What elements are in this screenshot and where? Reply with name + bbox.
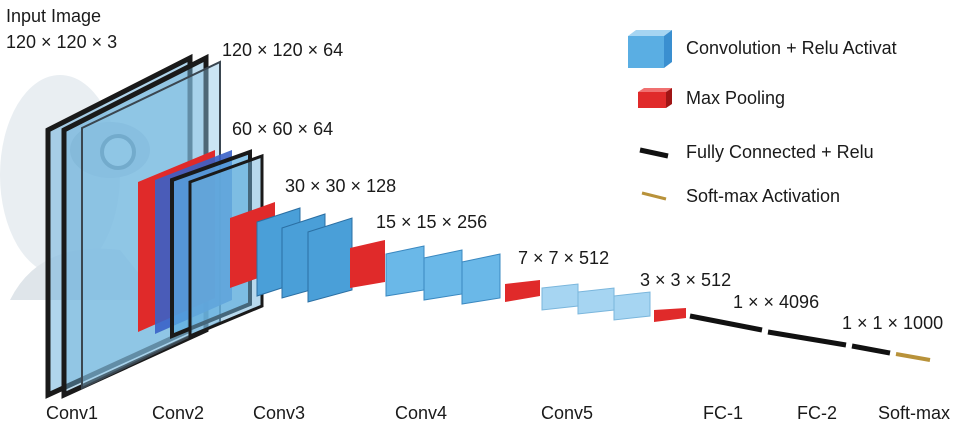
- softmax-line: [895, 352, 931, 362]
- stage-conv3: Conv3: [253, 403, 306, 423]
- softmax-dims: 1 × 1 × 1000: [842, 313, 944, 333]
- conv4-layers: [350, 240, 501, 305]
- conv2-dims: 60 × 60 × 64: [232, 119, 334, 139]
- stage-conv5: Conv5: [541, 403, 594, 423]
- conv4-dims: 15 × 15 × 256: [376, 212, 488, 232]
- conv5-dims: 7 × 7 × 512: [518, 248, 610, 268]
- conv1-dims: 120 × 120 × 64: [222, 40, 344, 60]
- fc1-line: [689, 313, 763, 333]
- conv2-layers: [138, 149, 264, 339]
- stage-conv2: Conv2: [152, 403, 205, 423]
- conv3-layers: [230, 202, 353, 303]
- stage-fc1: FC-1: [703, 403, 743, 423]
- fc-dims: 1 × × 4096: [733, 292, 820, 312]
- stage-softmax: Soft-max: [878, 403, 951, 423]
- stage-conv1: Conv1: [46, 403, 99, 423]
- blue-cube-icon: [628, 30, 672, 68]
- stage-conv4: Conv4: [395, 403, 448, 423]
- fc3-line: [851, 343, 891, 356]
- gold-line-icon: [641, 191, 667, 201]
- conv3-dims: 30 × 30 × 128: [285, 176, 397, 196]
- red-block-icon: [638, 88, 672, 108]
- legend-conv-label: Convolution + Relu Activat: [686, 38, 897, 58]
- pool5-dims: 3 × 3 × 512: [640, 270, 732, 290]
- input-dims: 120 × 120 × 3: [6, 32, 118, 52]
- black-line-icon: [639, 147, 669, 159]
- fc2-line: [767, 329, 847, 348]
- input-title: Input Image: [6, 6, 102, 26]
- conv5-layers: [505, 280, 686, 322]
- legend-pool-label: Max Pooling: [686, 88, 786, 108]
- legend-fc-label: Fully Connected + Relu: [686, 142, 874, 162]
- legend-softmax-label: Soft-max Activation: [686, 186, 841, 206]
- legend-icons: [628, 30, 672, 201]
- stage-fc2: FC-2: [797, 403, 837, 423]
